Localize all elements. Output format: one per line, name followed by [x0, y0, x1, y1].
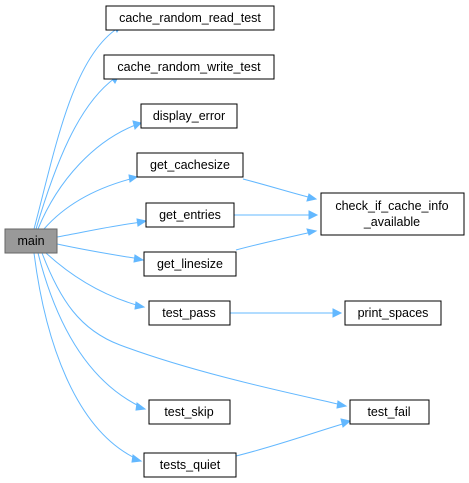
node-check-if-cache-info-available[interactable]: check_if_cache_info _available — [320, 192, 465, 236]
node-cache-random-write-test[interactable]: cache_random_write_test — [103, 54, 275, 80]
node-tests-quiet-label: tests_quiet — [160, 458, 221, 472]
node-get-entries[interactable]: get_entries — [145, 202, 235, 228]
node-get-cachesize-label: get_cachesize — [150, 158, 230, 172]
node-get-entries-label: get_entries — [159, 208, 221, 222]
node-test-skip-label: test_skip — [164, 405, 213, 419]
node-get-linesize-label: get_linesize — [157, 257, 223, 271]
edge-tests-quiet-test-fail — [235, 418, 352, 457]
node-main[interactable]: main — [4, 228, 58, 254]
node-display-error[interactable]: display_error — [140, 103, 238, 129]
node-print-spaces[interactable]: print_spaces — [344, 300, 442, 326]
node-test-fail[interactable]: test_fail — [349, 399, 430, 425]
edge-main-test-pass — [45, 252, 146, 310]
node-cache-random-write-test-label: cache_random_write_test — [117, 60, 261, 74]
node-test-fail-label: test_fail — [367, 405, 410, 419]
node-test-pass[interactable]: test_pass — [148, 300, 231, 326]
edge-get-linesize-check-if-cache-info — [235, 228, 318, 251]
node-check-if-cache-info-label-line1: check_if_cache_info — [335, 199, 448, 213]
node-cache-random-read-test[interactable]: cache_random_read_test — [105, 5, 275, 31]
edge-main-get-linesize — [56, 243, 145, 263]
edge-get-entries-check-if-cache-info — [234, 210, 319, 220]
node-tests-quiet[interactable]: tests_quiet — [143, 452, 237, 478]
node-main-label: main — [17, 234, 44, 248]
node-get-linesize[interactable]: get_linesize — [143, 251, 237, 277]
edge-get-cachesize-check-if-cache-info — [242, 178, 318, 202]
edge-test-pass-print-spaces — [230, 308, 343, 318]
edge-main-display-error — [37, 120, 142, 230]
node-test-skip[interactable]: test_skip — [148, 399, 231, 425]
node-display-error-label: display_error — [153, 109, 225, 123]
edge-main-test-fail — [41, 252, 348, 409]
node-print-spaces-label: print_spaces — [358, 306, 429, 320]
edge-main-tests-quiet — [33, 252, 143, 463]
node-cache-random-read-test-label: cache_random_read_test — [119, 11, 261, 25]
node-check-if-cache-info-label-line2: _available — [363, 215, 420, 229]
node-test-pass-label: test_pass — [162, 306, 216, 320]
node-get-cachesize[interactable]: get_cachesize — [136, 152, 244, 178]
edge-main-get-cachesize — [43, 174, 139, 230]
edge-main-get-entries — [56, 218, 148, 238]
edge-main-test-skip — [37, 252, 147, 411]
